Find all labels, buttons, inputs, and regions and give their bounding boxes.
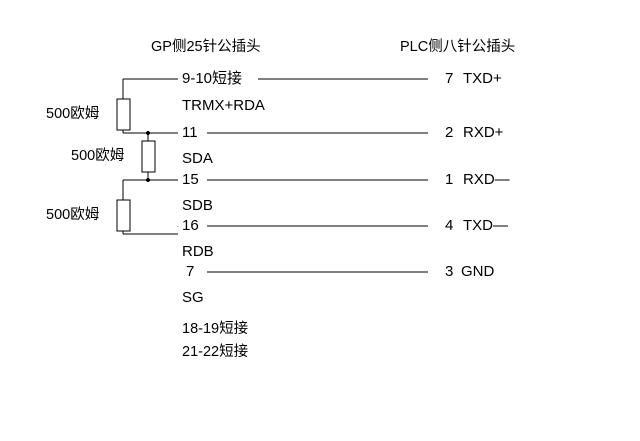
- plc-pin-4: 4: [445, 217, 454, 234]
- plc-pin-1: 7: [445, 70, 454, 87]
- header-plc-side: PLC侧八针公插头: [400, 39, 516, 55]
- note-2: 21-22短接: [182, 344, 249, 360]
- note-1: 18-19短接: [182, 321, 249, 337]
- gp-pin-3: 15: [182, 171, 199, 188]
- plc-signal-2: RXD+: [463, 124, 504, 141]
- junction-dot-pin15: [146, 178, 150, 182]
- gp-pin-5: 7: [186, 263, 195, 280]
- plc-signal-5: GND: [461, 263, 495, 280]
- header-gp-side: GP侧25针公插头: [151, 39, 261, 55]
- resistor-body-2: [141, 140, 156, 173]
- resistor-body-3: [116, 199, 131, 232]
- plc-pin-5: 3: [445, 263, 454, 280]
- junction-dot-pin11: [146, 131, 150, 135]
- plc-signal-1: TXD+: [463, 70, 502, 87]
- gp-signal-2: SDA: [182, 150, 213, 167]
- resistor-label-2: 500欧姆: [71, 148, 125, 164]
- gp-pin-4: 16: [182, 217, 199, 234]
- plc-pin-3: 1: [445, 171, 454, 188]
- gp-signal-1: TRMX+RDA: [182, 97, 265, 114]
- resistor-label-1: 500欧姆: [46, 106, 100, 122]
- resistor-label-3: 500欧姆: [46, 207, 100, 223]
- gp-signal-3: SDB: [182, 197, 213, 214]
- gp-pin-2: 11: [182, 124, 198, 141]
- gp-signal-5: SG: [182, 289, 204, 306]
- resistor-body-1: [116, 98, 131, 131]
- plc-pin-2: 2: [445, 124, 454, 141]
- gp-pin-1: 9-10短接: [182, 70, 243, 87]
- gp-signal-4: RDB: [182, 243, 214, 260]
- plc-signal-4: TXD—: [463, 217, 508, 234]
- plc-signal-3: RXD—: [463, 171, 510, 188]
